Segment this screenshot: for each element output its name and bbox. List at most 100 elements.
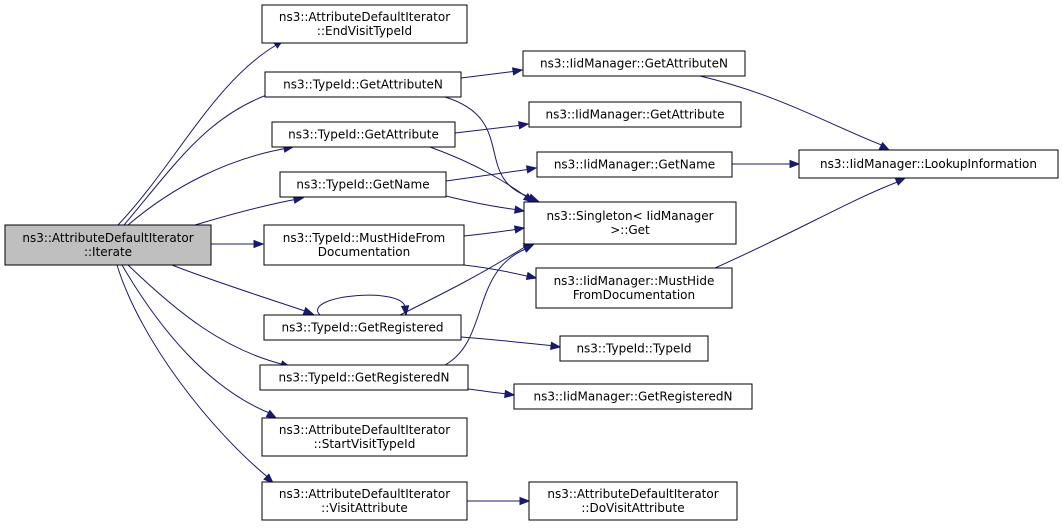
node-box xyxy=(259,364,469,391)
arrowhead xyxy=(878,141,891,151)
node-iid-get-attr[interactable]: ns3::IidManager::GetAttribute xyxy=(528,101,742,128)
edge-line xyxy=(714,180,901,269)
edge-iid_must_hide-to-iid_lookup xyxy=(714,177,907,269)
node-box xyxy=(279,171,447,198)
node-iid-get-name[interactable]: ns3::IidManager::GetName xyxy=(536,151,733,178)
node-get-name[interactable]: ns3::TypeId::GetName xyxy=(279,171,447,198)
edge-root-to-get_attr_n xyxy=(123,86,289,226)
edge-get_attr_n-to-iid_get_attr_n xyxy=(460,67,524,79)
node-label-line: ns3::AttributeDefaultIterator xyxy=(279,423,450,437)
node-label-line: ns3::IidManager::GetRegisteredN xyxy=(533,390,732,404)
edge-line xyxy=(127,264,286,366)
node-box xyxy=(523,201,737,245)
node-get-attr[interactable]: ns3::TypeId::GetAttribute xyxy=(271,121,456,148)
node-box xyxy=(271,121,456,148)
edge-root-to-get_name xyxy=(194,195,305,226)
node-box xyxy=(536,151,733,178)
edge-line xyxy=(123,89,283,226)
arrowhead xyxy=(525,165,538,174)
edge-line xyxy=(463,264,532,278)
node-label-line: ns3::TypeId::GetRegistered xyxy=(282,321,444,335)
arrowhead xyxy=(517,121,530,130)
edge-visit_attr-to-do_visit_attr xyxy=(467,496,531,506)
arrowhead xyxy=(253,239,265,249)
node-visit-attr[interactable]: ns3::AttributeDefaultIterator::VisitAttr… xyxy=(261,481,468,521)
node-box xyxy=(522,50,746,77)
node-box xyxy=(263,314,462,341)
node-box xyxy=(4,224,212,266)
node-label-line: ::EndVisitTypeId xyxy=(317,24,412,38)
arrowhead xyxy=(513,225,526,234)
node-box xyxy=(261,4,468,44)
node-get-attr-n[interactable]: ns3::TypeId::GetAttributeN xyxy=(264,71,462,98)
edge-line xyxy=(699,75,885,147)
edge-get_attr_n-to-singleton_get xyxy=(444,96,540,202)
edge-get_registered_n-to-singleton_get xyxy=(444,244,535,366)
arrowhead xyxy=(513,205,526,214)
arrowhead xyxy=(894,177,907,186)
edge-iid_get_name-to-iid_lookup xyxy=(732,159,801,169)
node-label-line: >::Get xyxy=(610,223,650,237)
edge-line xyxy=(117,43,279,226)
node-label-line: ns3::AttributeDefaultIterator xyxy=(22,231,193,245)
edge-line xyxy=(194,198,299,226)
node-box xyxy=(264,71,462,98)
edge-line xyxy=(463,228,520,237)
node-label-line: ns3::IidManager::GetAttribute xyxy=(546,108,725,122)
node-label-line: ::DoVisitAttribute xyxy=(581,501,684,515)
edge-line xyxy=(444,247,529,366)
node-iid-must-hide[interactable]: ns3::IidManager::MustHideFromDocumentati… xyxy=(535,267,733,309)
edge-line xyxy=(171,264,309,313)
edge-root-to-start_visit xyxy=(121,264,278,419)
arrowhead xyxy=(504,389,516,399)
edge-get_registered-to-typeid_ctor xyxy=(460,336,562,350)
node-label-line: ns3::TypeId::GetAttribute xyxy=(288,128,439,142)
edges-layer xyxy=(116,39,907,506)
arrowhead xyxy=(263,473,274,484)
arrowhead xyxy=(522,244,535,253)
node-iid-lookup[interactable]: ns3::IidManager::LookupInformation xyxy=(798,149,1059,179)
edge-get_registered-to-get_registered xyxy=(317,294,410,317)
node-root[interactable]: ns3::AttributeDefaultIterator::Iterate xyxy=(4,224,212,266)
node-label-line: ::StartVisitTypeId xyxy=(314,437,416,451)
node-start-visit[interactable]: ns3::AttributeDefaultIterator::StartVisi… xyxy=(261,417,468,457)
edge-get_registered_n-to-iid_get_registered_n xyxy=(467,388,516,399)
node-iid-get-attr-n[interactable]: ns3::IidManager::GetAttributeN xyxy=(522,50,746,77)
edge-line xyxy=(460,336,556,347)
node-get-registered[interactable]: ns3::TypeId::GetRegistered xyxy=(263,314,462,341)
edge-line xyxy=(127,147,289,226)
node-end-visit[interactable]: ns3::AttributeDefaultIterator::EndVisitT… xyxy=(261,4,468,44)
node-iid-get-registered-n[interactable]: ns3::IidManager::GetRegisteredN xyxy=(513,383,753,410)
node-label-line: ns3::IidManager::MustHide xyxy=(554,274,715,288)
node-label-line: ::VisitAttribute xyxy=(321,501,408,515)
edge-root-to-must_hide xyxy=(211,239,265,249)
node-singleton-get[interactable]: ns3::Singleton< IidManager>::Get xyxy=(523,201,737,245)
node-label-line: ns3::TypeId::GetAttributeN xyxy=(283,78,443,92)
node-label-line: ns3::AttributeDefaultIterator xyxy=(547,487,718,501)
edge-line xyxy=(444,96,534,199)
node-label-line: ns3::TypeId::GetName xyxy=(296,178,429,192)
edge-get_name-to-iid_get_name xyxy=(445,165,538,182)
arrowhead xyxy=(550,341,562,350)
arrowhead xyxy=(519,496,531,506)
edge-get_name-to-singleton_get xyxy=(445,195,526,214)
edge-line xyxy=(454,124,524,134)
nodes-layer: ns3::AttributeDefaultIterator::Iteratens… xyxy=(4,4,1059,521)
arrowhead xyxy=(400,305,410,317)
node-box xyxy=(535,267,733,309)
arrowhead xyxy=(789,159,801,169)
edge-line xyxy=(399,244,529,316)
node-label-line: ::Iterate xyxy=(84,245,132,259)
node-typeid-ctor[interactable]: ns3::TypeId::TypeId xyxy=(559,335,709,362)
node-do-visit-attr[interactable]: ns3::AttributeDefaultIterator::DoVisitAt… xyxy=(528,481,738,521)
node-label-line: ns3::IidManager::GetAttributeN xyxy=(540,57,728,71)
node-get-registered-n[interactable]: ns3::TypeId::GetRegisteredN xyxy=(259,364,469,391)
node-label-line: ns3::Singleton< IidManager xyxy=(546,209,713,223)
node-label-line: FromDocumentation xyxy=(573,288,695,302)
edge-root-to-get_attr xyxy=(127,144,295,226)
node-label-line: Documentation xyxy=(318,245,411,259)
arrowhead xyxy=(265,409,278,419)
node-label-line: ns3::IidManager::GetName xyxy=(554,158,715,172)
